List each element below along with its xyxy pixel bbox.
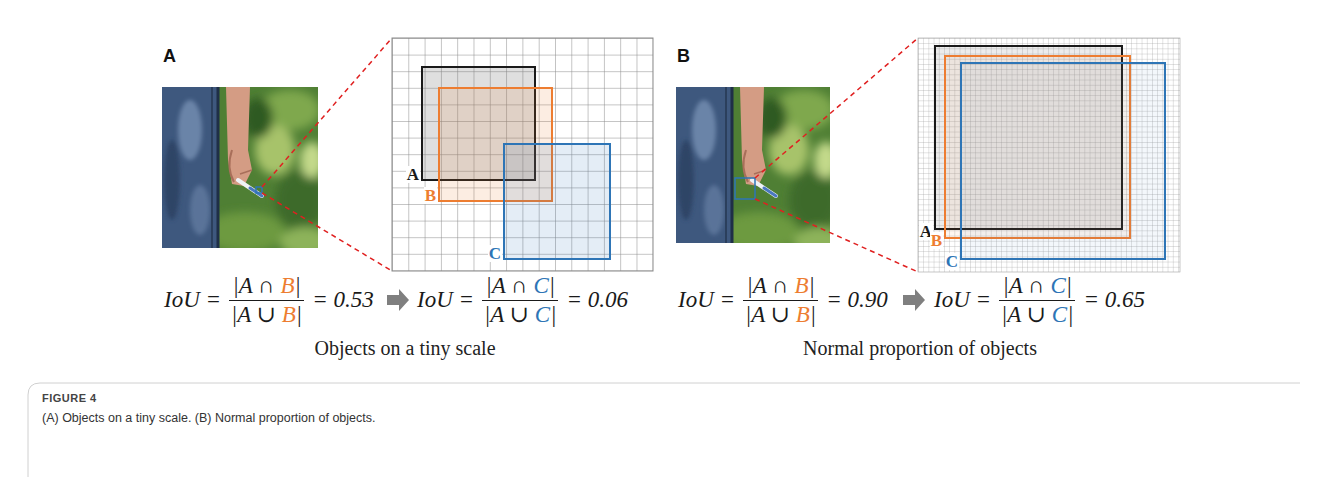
formula-value: = 0.53 (310, 287, 376, 312)
formula-lhs: IoU = (932, 287, 993, 312)
figure-number: FIGURE 4 (42, 392, 97, 404)
formula-value: = 0.65 (1081, 287, 1147, 312)
fraction-numerator: |A ∩ B| (744, 273, 816, 298)
fraction-numerator: |A ∩ B| (230, 273, 302, 298)
formula-lhs: IoU = (676, 287, 737, 312)
panel-subtitle: Objects on a tiny scale (205, 337, 605, 360)
box-letter: C (945, 253, 959, 270)
panel-letter: B (677, 46, 690, 67)
fraction-numerator: |A ∩ C| (1000, 273, 1074, 298)
fraction: |A ∩ C| |A ∪ C| (999, 273, 1075, 327)
iou-formula: IoU = |A ∩ B| |A ∪ B|= 0.90 (676, 272, 890, 328)
fraction: |A ∩ C| |A ∪ C| (482, 273, 558, 327)
fraction-numerator: |A ∩ C| (483, 273, 557, 298)
box-letter: A (406, 166, 420, 183)
box-letter: B (424, 187, 437, 204)
fraction-bar (229, 300, 304, 301)
box-letter: B (930, 232, 943, 249)
panel-subtitle: Normal proportion of objects (720, 337, 1120, 360)
box-c: C (503, 143, 611, 260)
box-letter: C (488, 245, 502, 262)
formula-lhs: IoU = (415, 287, 476, 312)
fraction-denominator: |A ∪ C| (482, 302, 558, 327)
fraction-denominator: |A ∪ B| (743, 302, 818, 327)
fraction: |A ∩ B| |A ∪ B| (229, 273, 304, 327)
fraction-bar (743, 300, 818, 301)
formula-value: = 0.06 (564, 287, 630, 312)
fraction-bar (482, 300, 558, 301)
formula-value: = 0.90 (824, 287, 890, 312)
iou-formula: IoU = |A ∩ C| |A ∪ C|= 0.06 (415, 272, 630, 328)
iou-formula: IoU = |A ∩ B| |A ∪ B|= 0.53 (162, 272, 376, 328)
fraction-denominator: |A ∪ C| (999, 302, 1075, 327)
formula-lhs: IoU = (162, 287, 223, 312)
figure-caption: (A) Objects on a tiny scale. (B) Normal … (42, 411, 375, 425)
fraction-bar (999, 300, 1075, 301)
box-c: C (960, 62, 1166, 260)
fraction-denominator: |A ∪ B| (229, 302, 304, 327)
iou-formula: IoU = |A ∩ C| |A ∪ C|= 0.65 (932, 272, 1147, 328)
panel-letter: A (163, 46, 176, 67)
fraction: |A ∩ B| |A ∪ B| (743, 273, 818, 327)
